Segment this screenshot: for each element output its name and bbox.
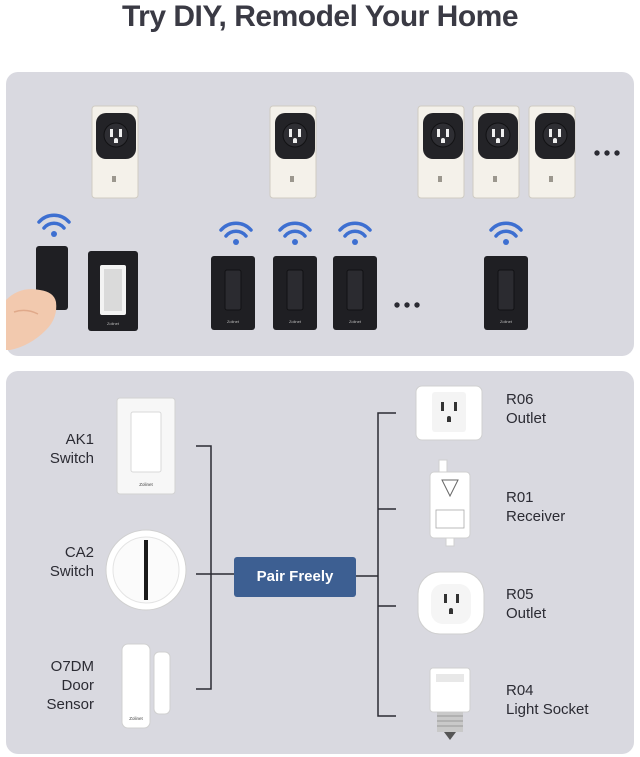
o7dm-type: Door <box>61 677 94 694</box>
r05-label: R05 Outlet <box>506 585 626 623</box>
svg-text:Zolinet: Zolinet <box>139 482 153 487</box>
ca2-label: CA2 Switch <box>30 543 94 581</box>
ca2-switch-image <box>105 529 187 611</box>
svg-text:Zolinet: Zolinet <box>129 716 143 721</box>
ca2-type: Switch <box>49 563 94 580</box>
connector-lines <box>196 412 396 717</box>
r05-model: R05 <box>506 586 534 603</box>
ak1-switch-image: Zolinet <box>116 397 176 495</box>
r06-type: Outlet <box>506 410 547 427</box>
svg-text:Zolinet: Zolinet <box>107 321 120 326</box>
more-outlets-ellipsis <box>594 150 620 156</box>
ak1-type: Switch <box>49 450 94 467</box>
wall-plate-switch: Zolinet <box>88 251 138 331</box>
r01-type: Receiver <box>506 508 566 525</box>
ca2-model: CA2 <box>64 544 94 561</box>
r01-label: R01 Receiver <box>506 488 626 526</box>
o7dm-type-2: Sensor <box>46 696 94 713</box>
o7dm-label: O7DM Door Sensor <box>30 657 94 714</box>
pair-freely-button: Pair Freely <box>234 557 356 597</box>
r01-model: R01 <box>506 489 534 506</box>
r04-model: R04 <box>506 682 534 699</box>
hand-remote <box>6 213 71 350</box>
r04-label: R04 Light Socket <box>506 681 626 719</box>
r05-type: Outlet <box>506 605 547 622</box>
r06-model: R06 <box>506 391 534 408</box>
ak1-label: AK1 Switch <box>30 430 94 468</box>
r04-type: Light Socket <box>506 701 589 718</box>
page-title: Try DIY, Remodel Your Home <box>122 0 519 33</box>
r04-socket-image <box>429 667 471 740</box>
r05-outlet-image <box>417 571 485 635</box>
r06-label: R06 Outlet <box>506 390 626 428</box>
more-switches-ellipsis <box>394 302 420 308</box>
ak1-model: AK1 <box>65 431 94 448</box>
r01-receiver-image <box>429 459 471 547</box>
o7dm-sensor-image: Zolinet <box>121 643 171 729</box>
r06-outlet-image <box>415 385 483 441</box>
o7dm-model: O7DM <box>50 658 94 675</box>
